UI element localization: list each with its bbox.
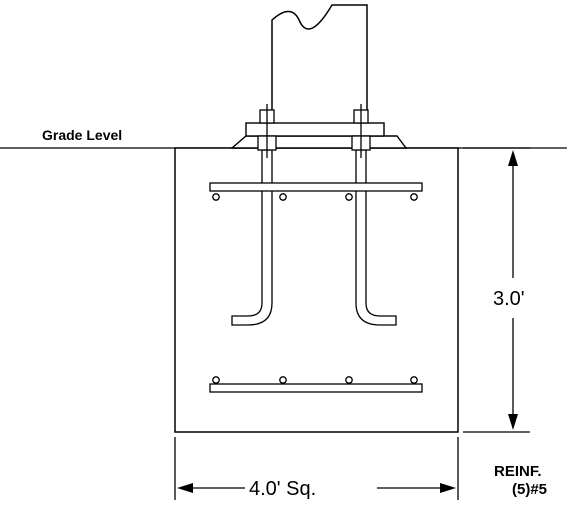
anchor-bolt-left <box>231 104 277 326</box>
width-dimension <box>174 437 459 500</box>
top-reinforcement <box>209 182 423 201</box>
grade-level-label: Grade Level <box>42 127 122 143</box>
pole-shaft <box>271 4 368 122</box>
depth-label: 3.0' <box>493 288 525 310</box>
anchor-bolt-right <box>351 104 397 326</box>
reinf-label: REINF. <box>494 463 542 480</box>
depth-dimension <box>463 147 530 433</box>
reinf-spec-label: (5)#5 <box>512 481 547 498</box>
width-label: 4.0' Sq. <box>249 478 316 500</box>
bottom-reinforcement <box>209 376 423 393</box>
